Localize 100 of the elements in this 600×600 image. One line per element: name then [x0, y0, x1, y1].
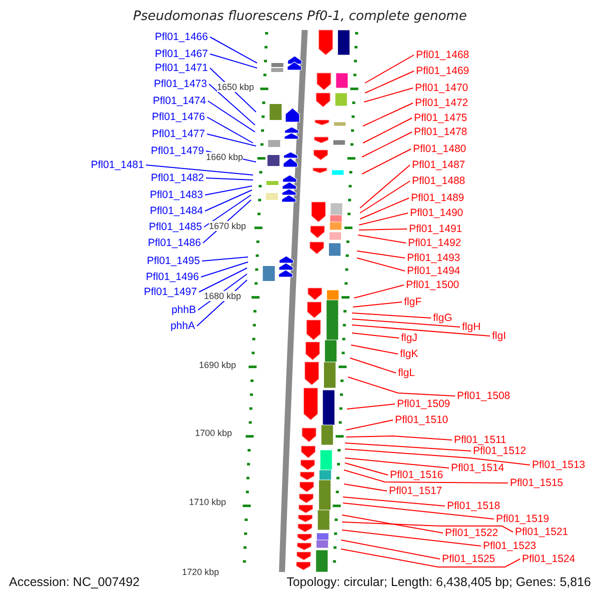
gene-label: Pfl01_1511 — [454, 434, 506, 446]
leader-line — [364, 88, 414, 102]
leader-line — [356, 258, 406, 272]
leader-line — [204, 190, 252, 212]
leader-line — [210, 54, 258, 68]
gene-label: Pfl01_1480 — [413, 144, 466, 154]
gene-label: Pfl01_1495 — [146, 256, 200, 266]
scale-label: 1650 kbp — [216, 82, 254, 92]
gene-label: flgL — [398, 368, 415, 378]
leader-line — [342, 530, 482, 546]
gene-label: Pfl01_1493 — [407, 252, 460, 264]
leader-line — [340, 548, 520, 568]
gene-label: flgJ — [401, 332, 418, 344]
gene-label: phhA — [170, 320, 195, 332]
gene-label: Pfl01_1518 — [447, 500, 500, 512]
gene-label: Pfl01_1512 — [473, 446, 526, 456]
gene-label: Pfl01_1488 — [412, 176, 466, 186]
gene-label: Pfl01_1487 — [412, 160, 466, 170]
leader-line — [342, 496, 446, 506]
gene-label: Pfl01_1522 — [445, 528, 498, 538]
gene-label: Pfl01_1500 — [406, 280, 460, 290]
leader-line — [342, 522, 514, 532]
leader-line — [346, 420, 394, 430]
gene-label: flgH — [462, 322, 481, 332]
gene-label: Pfl01_1514 — [451, 462, 504, 474]
scale-label: 1720 kbp — [182, 567, 219, 577]
gene-label: Pfl01_1525 — [442, 554, 496, 564]
leader-line — [356, 250, 406, 258]
gene-label: Pfl01_1491 — [409, 224, 462, 234]
leader-line — [342, 514, 444, 534]
leader-line — [202, 256, 248, 262]
gene-label: Pfl01_1494 — [407, 266, 460, 276]
gene-label: Pfl01_1471 — [154, 62, 208, 74]
gene-label: Pfl01_1469 — [416, 66, 470, 76]
leader-line — [208, 84, 256, 126]
gene-label: Pfl01_1475 — [414, 112, 468, 124]
leader-line — [146, 164, 254, 176]
leader-line — [344, 462, 388, 476]
leader-line — [344, 448, 530, 466]
gene-label: Pfl01_1489 — [411, 192, 464, 204]
title: Pseudomonas fluorescens Pf0-1, complete genome — [132, 9, 468, 24]
leader-line — [358, 212, 408, 226]
leader-line — [344, 458, 450, 468]
leader-line — [362, 132, 412, 158]
gene-label: Pfl01_1470 — [415, 82, 468, 94]
leader-line — [344, 484, 388, 492]
gene-label: Pfl01_1484 — [150, 206, 203, 216]
leader-line — [360, 180, 410, 214]
gene-label: Pfl01_1468 — [416, 50, 470, 60]
gene-label: Pfl01_1523 — [483, 540, 536, 552]
leader-line — [344, 442, 472, 452]
gene-label: flgF — [404, 296, 422, 308]
gene-label: Pfl01_1524 — [522, 554, 576, 564]
gene-label: Pfl01_1509 — [397, 398, 450, 410]
leader-line — [350, 344, 398, 354]
gene-label: flgG — [433, 312, 452, 324]
leader-line — [352, 312, 432, 318]
leader-line — [200, 262, 248, 278]
gene-label: Pfl01_1478 — [414, 126, 468, 138]
gene-label: Pfl01_1496 — [146, 272, 199, 282]
leader-line — [360, 164, 410, 208]
gene-label: Pfl01_1466 — [154, 32, 208, 42]
gene-label: flgK — [400, 348, 418, 360]
gene-label: Pfl01_1467 — [154, 48, 208, 60]
gene-label: Pfl01_1477 — [152, 128, 205, 140]
leader-line — [352, 302, 402, 308]
footer-text: Topology: circular; Length: 6,438,405 bp; Genes: 5,816 — [286, 575, 591, 589]
gene-label: Pfl01_1508 — [457, 390, 510, 402]
gene-label: Pfl01_1510 — [395, 414, 448, 426]
gene-label: Pfl01_1521 — [515, 526, 568, 538]
gene-label: Pfl01_1474 — [152, 96, 206, 106]
gene-label: Pfl01_1481 — [90, 160, 144, 170]
leader-line — [208, 100, 256, 132]
leader-line — [210, 36, 258, 64]
leader-line — [352, 332, 400, 338]
leader-line — [362, 102, 414, 126]
leader-line — [364, 54, 414, 84]
leader-line — [358, 234, 406, 244]
scale-label: 1660 kbp — [206, 152, 243, 162]
leader-line — [204, 194, 252, 228]
gene-label: Pfl01_1492 — [408, 238, 462, 248]
gene-label: Pfl01_1497 — [144, 286, 197, 298]
gene-label: Pfl01_1472 — [415, 98, 468, 108]
leader-line — [206, 116, 254, 144]
scale-label: 1680 kbp — [204, 291, 241, 301]
gene-label: Pfl01_1515 — [510, 478, 564, 488]
leader-line — [342, 502, 494, 520]
leader-line — [362, 118, 412, 144]
leader-line — [346, 436, 452, 440]
leader-line — [360, 198, 410, 220]
leader-line — [346, 404, 396, 410]
leader-line — [206, 178, 254, 180]
leader-line — [206, 134, 256, 146]
leader-line — [354, 284, 404, 298]
leader-line — [198, 268, 248, 292]
leader-line — [364, 70, 414, 94]
footer-text: Accession: NC_007492 — [9, 575, 140, 589]
scale-label: 1710 kbp — [188, 497, 226, 507]
leader-line — [204, 186, 252, 196]
leader-line — [352, 324, 490, 336]
